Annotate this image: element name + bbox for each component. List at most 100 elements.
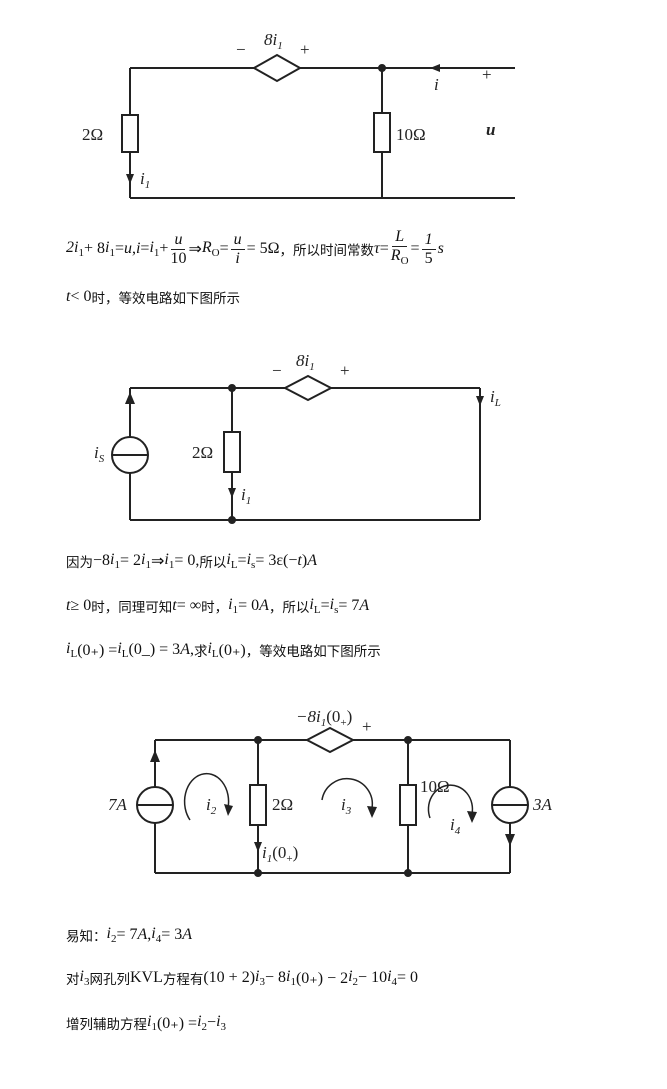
math-text: = 7	[338, 597, 360, 615]
chinese-text: 所以	[199, 555, 227, 572]
numerator: 1	[421, 230, 436, 250]
math-text: = 0	[397, 969, 419, 987]
resistor-10-ohm	[399, 784, 417, 826]
math-text: ,	[189, 641, 194, 659]
math-text: < 0	[70, 288, 92, 305]
chinese-text: 时，同理可知	[91, 600, 173, 617]
svg-text:10Ω: 10Ω	[420, 777, 450, 796]
math-text: = 3	[161, 926, 183, 944]
chinese-text: ，所以时间常数	[279, 243, 375, 260]
chinese-text: 因为	[66, 555, 93, 572]
math-text: −8	[93, 552, 111, 570]
subscript: 1	[290, 976, 296, 989]
math-symbol: is	[329, 596, 339, 617]
svg-text:2Ω: 2Ω	[82, 125, 103, 144]
math-text: − 8	[264, 969, 287, 987]
chinese-text: 易知：	[66, 929, 107, 946]
math-text: =	[410, 240, 420, 258]
math-text: = 0	[238, 597, 260, 615]
math-text: = 3ε(−	[255, 552, 298, 570]
subscript: s	[251, 559, 256, 572]
svg-text:8i1: 8i1	[296, 351, 315, 373]
math-text: + 8	[83, 240, 105, 258]
svg-text:10Ω: 10Ω	[396, 125, 426, 144]
math-symbol: u	[123, 240, 132, 258]
math-symbol: t	[297, 552, 302, 570]
subscript: 2	[110, 933, 117, 946]
math-text: KVL	[129, 969, 163, 987]
math-text: − 10	[358, 969, 388, 987]
svg-text:−8i1(0+): −8i1(0+)	[296, 707, 352, 729]
math-symbol: is	[246, 551, 256, 572]
svg-text:−: −	[236, 40, 246, 59]
svg-text:8i1: 8i1	[264, 30, 283, 52]
svg-text:i3: i3	[341, 795, 352, 817]
math-text: ≥ 0	[70, 597, 92, 615]
math-symbol: i3	[255, 968, 265, 989]
math-text: = 7	[116, 926, 138, 944]
subscript: 1	[168, 559, 175, 572]
subscript: L	[230, 559, 238, 572]
math-symbol: s	[437, 240, 444, 258]
current-arrow-icon	[505, 834, 515, 846]
math-symbol: RO	[390, 247, 409, 268]
subscript: 1	[151, 1021, 157, 1034]
svg-text:+: +	[340, 361, 350, 380]
svg-text:2Ω: 2Ω	[192, 443, 213, 462]
svg-text:iS: iS	[94, 443, 105, 465]
math-symbol: i2	[348, 968, 359, 989]
math-text: =	[114, 240, 124, 258]
chinese-text: 时，等效电路如下图所示	[91, 291, 240, 307]
math-text: +	[159, 240, 169, 258]
chinese-text: 方程有	[162, 972, 204, 989]
current-arrow-icon	[476, 396, 484, 406]
dependent-voltage-source	[282, 374, 334, 402]
math-symbol: i1	[286, 968, 296, 989]
math-text: (0₊)	[218, 642, 246, 660]
math-symbol: i	[235, 249, 240, 267]
math-text: ,	[147, 926, 152, 944]
math-text: (0₊) − 2	[295, 970, 349, 988]
current-arrow-icon	[254, 842, 262, 852]
math-symbol: i1	[147, 1013, 157, 1034]
math-symbol: i3	[79, 968, 90, 989]
current-arrow-icon	[430, 64, 440, 72]
math-text: (0₊) =	[156, 1015, 198, 1033]
math-text: ,	[131, 240, 136, 258]
svg-text:u: u	[486, 120, 495, 139]
math-symbol: i1	[228, 596, 239, 617]
subscript: 1	[114, 559, 120, 572]
math-symbol: iL	[207, 640, 219, 661]
math-symbol: i2	[106, 925, 117, 946]
math-symbol: i1	[149, 239, 160, 260]
subscript: 3	[220, 1021, 227, 1034]
resistor-2-ohm	[223, 431, 241, 473]
math-symbol: 2i1	[66, 239, 84, 260]
current-arrow-icon	[125, 392, 135, 404]
resistor-10-ohm	[373, 112, 391, 153]
math-symbol: u	[174, 230, 183, 248]
math-text: = 0,	[174, 552, 200, 570]
circuit-diagram-2: 8i1 −+ iS 2Ω i1 iL	[94, 351, 501, 524]
subscript: L	[121, 648, 129, 661]
math-text: =	[237, 552, 247, 570]
math-symbol: 1	[424, 230, 433, 248]
subscript: O	[400, 255, 409, 268]
math-symbol: iL	[117, 640, 129, 661]
svg-text:−: −	[272, 361, 282, 380]
denominator: i	[235, 250, 239, 268]
math-text: ⇒	[188, 241, 202, 259]
subscript: s	[334, 604, 339, 617]
math-symbol: L	[395, 228, 405, 245]
mesh-loop-arrows	[183, 772, 477, 823]
denominator: 10	[170, 250, 186, 268]
denominator: 5	[425, 250, 433, 268]
chinese-text: ，所以	[268, 600, 310, 617]
subscript: 1	[153, 247, 160, 260]
svg-text:7A: 7A	[108, 795, 128, 814]
